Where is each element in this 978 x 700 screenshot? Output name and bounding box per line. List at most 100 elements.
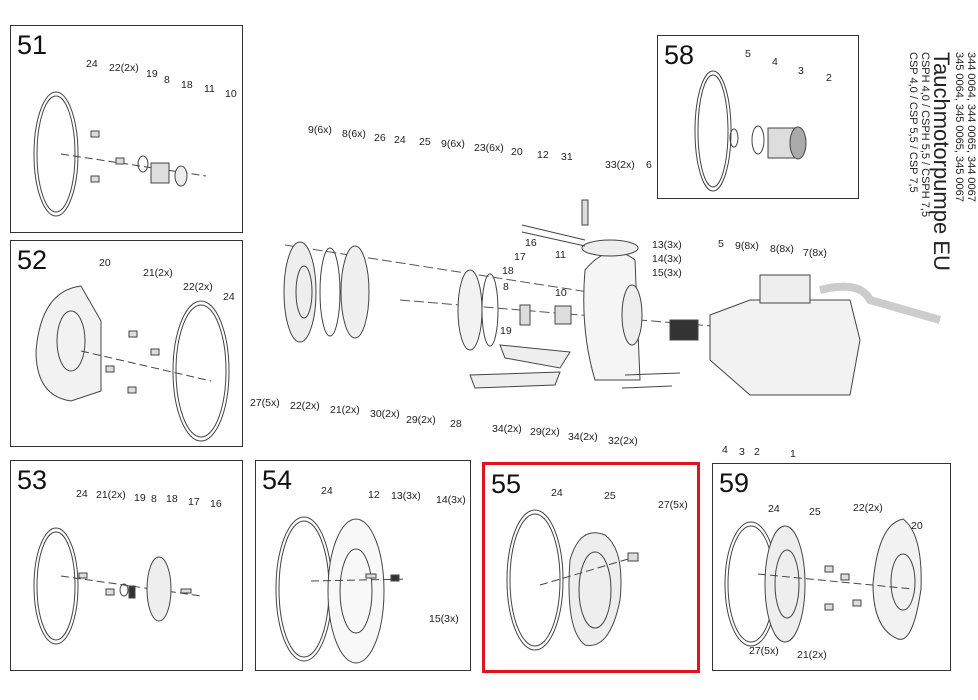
callout: 29(2x) bbox=[530, 426, 560, 438]
callout: 21(2x) bbox=[96, 489, 126, 501]
article-codes-line-1: 344 0064, 344 0065, 344 0067 bbox=[965, 52, 977, 202]
callout: 19 bbox=[500, 325, 512, 337]
callout: 30(2x) bbox=[370, 408, 400, 420]
panel-number: 51 bbox=[17, 30, 48, 60]
callout: 27(5x) bbox=[749, 645, 779, 657]
callout: 18 bbox=[502, 265, 514, 277]
panel-number: 54 bbox=[262, 465, 293, 495]
callout: 29(2x) bbox=[406, 414, 436, 426]
callout: 17 bbox=[188, 496, 200, 508]
callout: 22(2x) bbox=[853, 502, 883, 514]
callout: 21(2x) bbox=[330, 404, 360, 416]
drawing-title-block: 344 0064, 344 0065, 344 0067 345 0064, 3… bbox=[907, 52, 977, 271]
panel-54-drawing bbox=[275, 516, 407, 664]
callout: 13(3x) bbox=[652, 239, 682, 251]
callout: 14(3x) bbox=[436, 494, 466, 506]
callout: 10 bbox=[225, 88, 237, 100]
callout: 4 bbox=[722, 444, 728, 456]
callout: 27(5x) bbox=[658, 499, 688, 511]
callout: 10 bbox=[555, 287, 567, 299]
callout: 34(2x) bbox=[492, 423, 522, 435]
callout: 25 bbox=[419, 136, 431, 148]
callout: 8 bbox=[151, 493, 157, 505]
callout: 9(6x) bbox=[308, 124, 332, 136]
callout: 24 bbox=[768, 503, 780, 515]
callout: 24 bbox=[394, 134, 406, 146]
callout: 22(2x) bbox=[183, 281, 213, 293]
callout: 22(2x) bbox=[109, 62, 139, 74]
panel-number: 52 bbox=[17, 245, 48, 275]
callout: 16 bbox=[210, 498, 222, 510]
detail-panel-53[interactable]: 53 24 21(2x) 19 8 18 17 16 bbox=[10, 460, 243, 671]
callout: 25 bbox=[809, 506, 821, 518]
callout: 11 bbox=[555, 249, 566, 261]
callout: 21(2x) bbox=[797, 649, 827, 661]
callout: 19 bbox=[134, 492, 146, 504]
callout: 19 bbox=[146, 68, 158, 80]
callout: 11 bbox=[204, 83, 215, 95]
callout: 13(3x) bbox=[391, 490, 421, 502]
callout: 21(2x) bbox=[143, 267, 173, 279]
callout: 20 bbox=[511, 146, 523, 158]
panel-52-drawing bbox=[35, 285, 230, 442]
callout: 24 bbox=[223, 291, 235, 303]
callout: 32(2x) bbox=[608, 435, 638, 447]
callout: 7(8x) bbox=[803, 247, 827, 259]
detail-panel-59[interactable]: 59 24 25 22(2x) 20 27(5x) 21(2x) bbox=[712, 463, 951, 671]
callout: 8(6x) bbox=[342, 128, 366, 140]
callout: 18 bbox=[181, 79, 193, 91]
callout: 6 bbox=[646, 159, 652, 171]
callout: 16 bbox=[525, 237, 537, 249]
callout: 17 bbox=[514, 251, 526, 263]
detail-panel-54[interactable]: 54 24 12 13(3x) 14(3x) 15(3x) bbox=[255, 460, 471, 671]
callout: 15(3x) bbox=[429, 613, 459, 625]
callout: 3 bbox=[798, 65, 804, 77]
detail-panel-52[interactable]: 52 20 21(2x) 22(2x) 24 bbox=[10, 240, 243, 447]
callout: 12 bbox=[537, 149, 549, 161]
callout: 3 bbox=[739, 446, 745, 458]
callout: 2 bbox=[754, 446, 760, 458]
callout: 22(2x) bbox=[290, 400, 320, 412]
callout: 18 bbox=[166, 493, 178, 505]
panel-number: 55 bbox=[491, 469, 522, 499]
callout: 20 bbox=[99, 257, 111, 269]
callout: 34(2x) bbox=[568, 431, 598, 443]
panel-59-drawing bbox=[724, 518, 922, 647]
panel-58-drawing bbox=[694, 70, 807, 192]
drawing-title: Tauchmotorpumpe EU bbox=[928, 52, 954, 271]
callout: 27(5x) bbox=[250, 397, 280, 409]
detail-panel-51[interactable]: 51 24 22(2x) 19 8 18 11 10 bbox=[10, 25, 243, 233]
callout: 9(8x) bbox=[735, 240, 759, 252]
callout: 1 bbox=[790, 448, 796, 460]
panel-51-drawing bbox=[33, 91, 207, 217]
callout: 24 bbox=[76, 488, 88, 500]
panel-number: 59 bbox=[719, 468, 750, 498]
callout: 12 bbox=[368, 489, 380, 501]
detail-panel-58[interactable]: 58 5 4 3 2 bbox=[657, 35, 859, 199]
callout: 4 bbox=[772, 56, 778, 68]
callout: 15(3x) bbox=[652, 267, 682, 279]
panel-55-drawing bbox=[506, 509, 639, 651]
callout: 14(3x) bbox=[652, 253, 682, 265]
callout: 8(8x) bbox=[770, 243, 794, 255]
callout: 5 bbox=[718, 238, 724, 250]
callout: 2 bbox=[826, 72, 832, 84]
callout: 33(2x) bbox=[605, 159, 635, 171]
callout: 20 bbox=[911, 520, 923, 532]
callout: 24 bbox=[86, 58, 98, 70]
detail-panel-55-selected[interactable]: 55 24 25 27(5x) bbox=[482, 462, 700, 673]
panel-number: 53 bbox=[17, 465, 48, 495]
callout: 24 bbox=[321, 485, 333, 497]
callout: 31 bbox=[561, 151, 573, 163]
callout: 5 bbox=[745, 48, 751, 60]
article-codes-line-2: 345 0064, 345 0065, 345 0067 bbox=[953, 52, 966, 202]
panel-53-drawing bbox=[33, 527, 202, 645]
callout: 24 bbox=[551, 487, 563, 499]
callout: 28 bbox=[450, 418, 462, 430]
callout: 9(6x) bbox=[441, 138, 465, 150]
callout: 8 bbox=[503, 281, 509, 293]
callout: 26 bbox=[374, 132, 386, 144]
panel-number: 58 bbox=[664, 40, 695, 70]
callout: 23(6x) bbox=[474, 142, 504, 154]
